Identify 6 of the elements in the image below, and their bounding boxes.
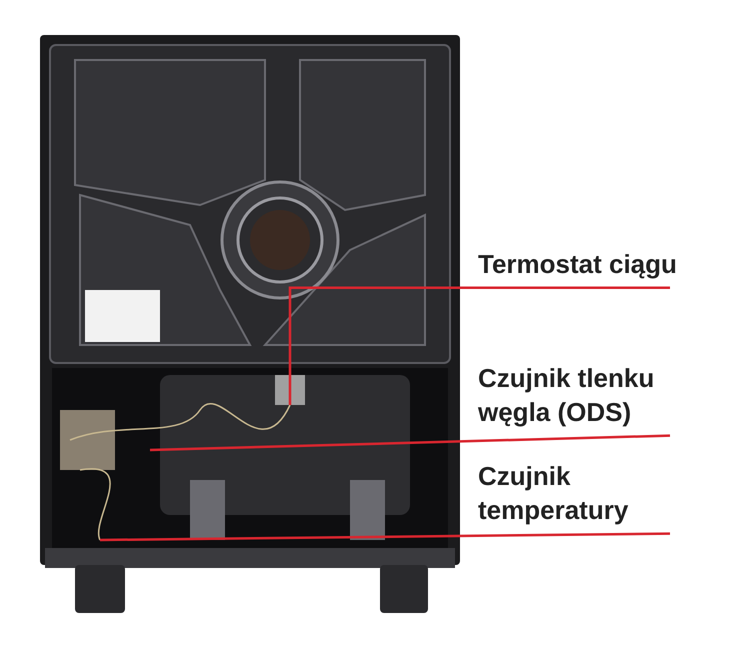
callout-label: Czujnik temperatury [478,460,723,534]
leader-line [100,532,670,542]
callout-label: Termostat ciągu [478,248,678,288]
callout-label: Czujnik tlenku węgla (ODS) [478,362,723,436]
leader-line [288,286,670,405]
leader-line [150,434,670,452]
